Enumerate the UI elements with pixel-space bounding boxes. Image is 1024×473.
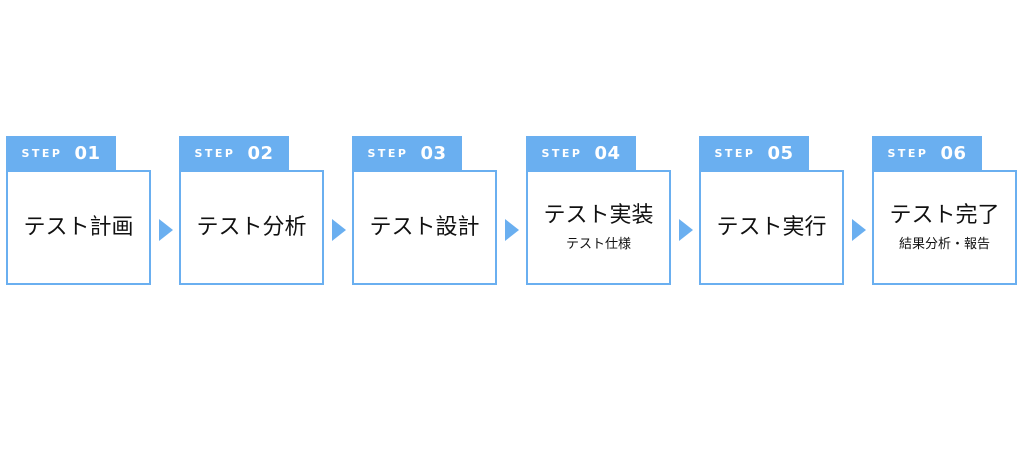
step-title: テスト実行: [716, 214, 827, 240]
step-box: テスト実行: [699, 170, 844, 285]
step-06: STEP 06 テスト完了 結果分析・報告: [872, 136, 1017, 285]
step-number: 06: [940, 142, 967, 164]
step-label: STEP: [21, 146, 63, 160]
step-tab: STEP 03: [352, 136, 462, 170]
arrow-right-icon: [852, 219, 866, 241]
step-tab: STEP 06: [872, 136, 982, 170]
step-box: テスト分析: [179, 170, 324, 285]
step-title: テスト設計: [369, 214, 480, 240]
step-01: STEP 01 テスト計画: [6, 136, 151, 285]
step-label: STEP: [541, 146, 583, 160]
step-subtitle: 結果分析・報告: [898, 236, 990, 252]
step-02: STEP 02 テスト分析: [179, 136, 324, 285]
arrow-right-icon: [332, 219, 346, 241]
step-04: STEP 04 テスト実装 テスト仕様: [526, 136, 671, 285]
step-subtitle: テスト仕様: [565, 236, 631, 252]
step-box: テスト設計: [352, 170, 497, 285]
step-number: 01: [74, 142, 101, 164]
step-tab: STEP 02: [179, 136, 289, 170]
arrow-right-icon: [505, 219, 519, 241]
step-box: テスト計画: [6, 170, 151, 285]
step-title: テスト実装: [543, 203, 654, 229]
step-label: STEP: [367, 146, 409, 160]
step-03: STEP 03 テスト設計: [352, 136, 497, 285]
step-label: STEP: [194, 146, 236, 160]
step-05: STEP 05 テスト実行: [699, 136, 844, 285]
step-tab: STEP 04: [526, 136, 636, 170]
step-title: テスト計画: [23, 214, 134, 240]
step-label: STEP: [887, 146, 929, 160]
step-tab: STEP 01: [6, 136, 116, 170]
step-box: テスト完了 結果分析・報告: [872, 170, 1017, 285]
step-label: STEP: [714, 146, 756, 160]
step-box: テスト実装 テスト仕様: [526, 170, 671, 285]
step-number: 04: [594, 142, 621, 164]
step-tab: STEP 05: [699, 136, 809, 170]
step-number: 05: [767, 142, 794, 164]
arrow-right-icon: [679, 219, 693, 241]
arrow-right-icon: [159, 219, 173, 241]
step-title: テスト完了: [889, 203, 1000, 229]
step-number: 03: [420, 142, 447, 164]
step-number: 02: [247, 142, 274, 164]
step-title: テスト分析: [196, 214, 307, 240]
